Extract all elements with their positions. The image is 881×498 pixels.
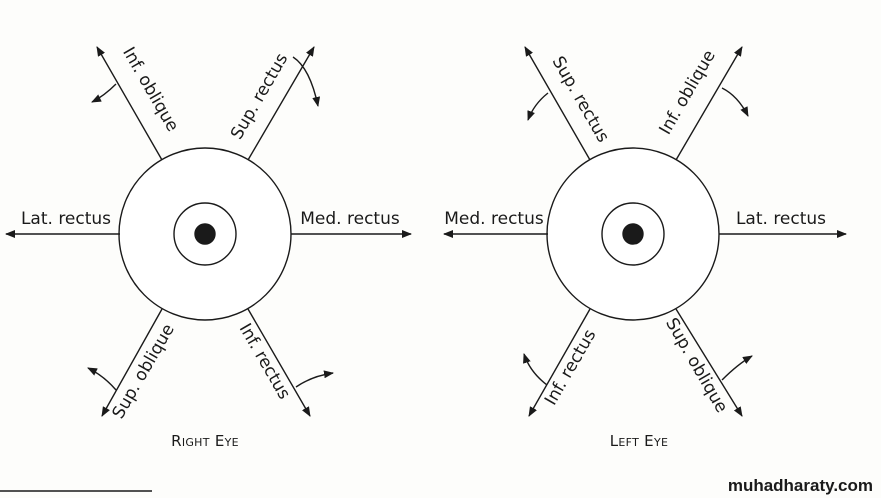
rotation-arrow	[91, 83, 117, 103]
label-inf-rectus: Inf. rectus	[235, 320, 294, 403]
left-pupil	[622, 223, 644, 245]
right-iris	[173, 202, 237, 266]
arrow-sup-oblique	[675, 308, 743, 417]
label-sup-oblique: Sup. oblique	[109, 321, 179, 423]
rotation-arrow	[523, 353, 548, 386]
rotation-arrow	[527, 92, 549, 121]
arrow-inf-rectus	[528, 308, 591, 417]
arrow-inf-oblique	[675, 46, 743, 161]
left-eye	[443, 46, 847, 417]
label-med-rectus: Med. rectus	[300, 209, 400, 229]
label-inf-rectus: Inf. rectus	[541, 326, 600, 409]
label-lat-rectus: Lat. rectus	[736, 209, 826, 229]
watermark: muhadharaty.com	[728, 476, 873, 495]
rotation-arrow	[721, 355, 753, 381]
rotation-arrow	[292, 56, 321, 107]
right-pupil	[194, 223, 216, 245]
label-lat-rectus: Lat. rectus	[21, 209, 111, 229]
label-sup-rectus: Sup. rectus	[227, 50, 292, 143]
left-iris	[601, 202, 665, 266]
label-sup-oblique: Sup. oblique	[661, 315, 731, 417]
rotation-arrow	[87, 367, 117, 391]
rotation-arrow	[721, 87, 749, 117]
label-med-rectus: Med. rectus	[444, 209, 544, 229]
arrow-sup-rectus	[524, 46, 591, 161]
arrow-inf-oblique	[96, 46, 163, 161]
right-eye	[5, 46, 412, 417]
caption-right-eye: Right Eye	[171, 432, 239, 450]
rotation-arrow	[295, 370, 334, 388]
label-inf-oblique: Inf. oblique	[118, 44, 182, 135]
caption-left-eye: Left Eye	[610, 432, 668, 450]
label-inf-oblique: Inf. oblique	[656, 47, 720, 138]
arrow-sup-oblique	[101, 308, 163, 417]
label-sup-rectus: Sup. rectus	[548, 53, 613, 146]
arrow-inf-rectus	[247, 308, 311, 417]
